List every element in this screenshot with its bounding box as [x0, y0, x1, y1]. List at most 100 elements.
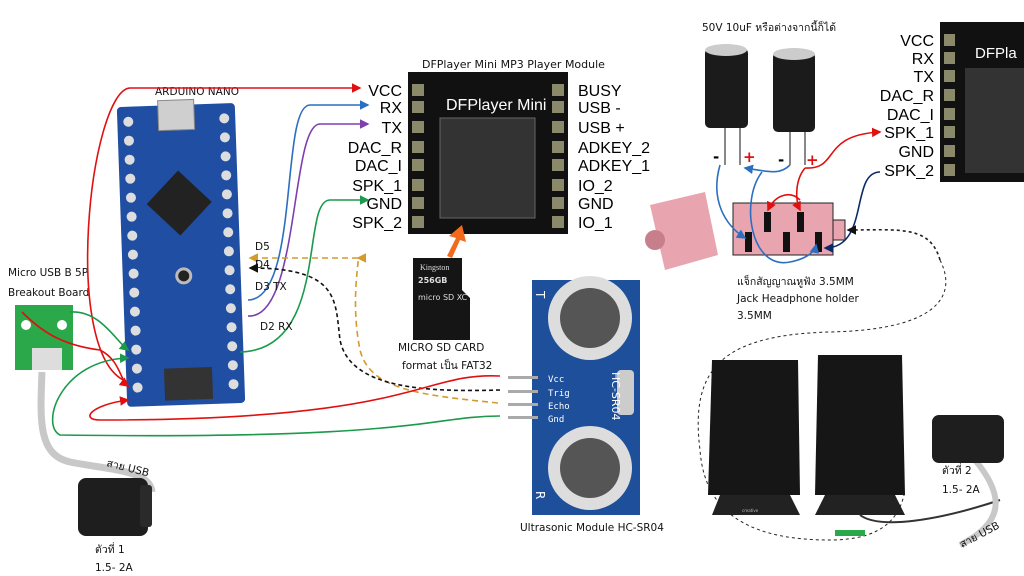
dfplayer-right-pin: [944, 70, 955, 82]
dfplayer-pin: [412, 101, 424, 113]
dfplayer-right-pin: [944, 164, 955, 176]
charger-2-rating: 1.5- 2A: [942, 484, 981, 496]
dfplayer-pin: [412, 197, 424, 209]
nano-pin: [130, 325, 141, 336]
dfplayer-left-pin-label: VCC: [368, 83, 402, 100]
insert-arrow-icon: [447, 225, 466, 258]
sonar-t: T: [533, 290, 547, 299]
capacitor-label: 50V 10uF หรือต่างจากนี้ก็ได้: [702, 20, 836, 34]
sonar-pin: [508, 376, 538, 379]
micro-usb-breakout: [15, 305, 73, 370]
dfplayer-right-board-text: DFPla: [975, 45, 1017, 62]
pin-label-d3: D3 TX: [255, 281, 287, 293]
headphone-jack-photo: [645, 192, 718, 270]
breakout-label: Micro USB B 5P: [8, 267, 88, 279]
sd-capacity: 256GB: [418, 276, 447, 285]
sonar-board-text: HC-SR04: [609, 372, 622, 421]
jack-label-thai: แจ็กสัญญาณหูฟัง 3.5MM: [737, 274, 854, 288]
nano-pin: [225, 284, 236, 295]
sonar-pin-label: Vcc: [548, 375, 564, 385]
nano-pin: [125, 192, 136, 203]
dfplayer-pin: [412, 179, 424, 191]
breakout-label-2: Breakout Board: [8, 287, 89, 299]
usb-charger-2: [932, 415, 1004, 463]
nano-pin: [129, 287, 140, 298]
dfplayer-right-pin-label: USB +: [578, 120, 625, 137]
nano-pin: [129, 306, 140, 317]
dfplayer-right-pin-label: ADKEY_1: [578, 158, 650, 175]
nano-pin: [127, 230, 138, 241]
capacitor-1: [705, 44, 748, 165]
dfplayer-pin: [412, 141, 424, 153]
dfplayer-right-board-pin-label: TX: [914, 69, 935, 86]
dfplayer-right-board-pin-label: DAC_R: [880, 88, 934, 105]
usb-cable-label-2: สาย USB: [958, 520, 1002, 551]
speaker-outline: [697, 259, 947, 541]
nano-pin: [226, 322, 237, 333]
dfplayer-left-pin-label: DAC_I: [355, 158, 402, 175]
capacitor-2: [773, 48, 815, 165]
dfplayer-right-pin-label: ADKEY_2: [578, 140, 650, 157]
nano-pin: [124, 154, 135, 165]
nano-pin: [131, 363, 142, 374]
nano-pin: [224, 265, 235, 276]
dfplayer-pin: [552, 179, 564, 191]
nano-pin: [126, 211, 137, 222]
charger-1-rating: 1.5- 2A: [95, 562, 134, 574]
speaker-right: [815, 355, 905, 515]
dfplayer-right-pin: [944, 145, 955, 157]
dfplayer-pin: [412, 84, 424, 96]
pin-label-d2: D2 RX: [260, 321, 293, 333]
dfplayer-right-pin-label: GND: [578, 196, 614, 213]
dfplayer-right-pin: [944, 108, 955, 120]
dfplayer-right-pin: [944, 52, 955, 64]
nano-pin: [219, 132, 230, 143]
nano-pin: [225, 303, 236, 314]
dfplayer-pin: [412, 159, 424, 171]
dfplayer-right-pin-label: IO_1: [578, 215, 613, 232]
nano-pin: [219, 113, 230, 124]
cap-1-minus: -: [713, 148, 719, 166]
nano-pin: [223, 246, 234, 257]
dfplayer-pin: [552, 216, 564, 228]
dfplayer-right-board-pin-label: VCC: [900, 33, 934, 50]
jack-label-size: 3.5MM: [737, 310, 772, 322]
dfplayer-pin: [412, 121, 424, 133]
sd-format-label: format เป็น FAT32: [402, 358, 492, 372]
nano-pin: [132, 382, 143, 393]
speaker-brand-left: creative: [742, 508, 759, 513]
dfplayer-right-pin: [944, 34, 955, 46]
sonar-pin-label: Gnd: [548, 415, 564, 425]
dfplayer-right-pin: [944, 126, 955, 138]
nano-pin: [128, 268, 139, 279]
dfplayer-pin: [552, 197, 564, 209]
dfplayer-board-text: DFPlayer Mini: [446, 97, 546, 114]
dfplayer-pin: [552, 121, 564, 133]
sonar-pin: [508, 390, 538, 393]
sonar-r: R: [533, 491, 547, 499]
dfplayer-right-board-pin-label: RX: [912, 51, 935, 68]
audio-cable: [859, 499, 1001, 524]
dfplayer-pin: [412, 216, 424, 228]
dfplayer-left-pin-label: SPK_2: [352, 215, 402, 232]
dfplayer-right-pin-label: BUSY: [578, 83, 622, 100]
sonar-caption: Ultrasonic Module HC-SR04: [520, 522, 664, 534]
usb-charger-1: [78, 478, 152, 536]
dfplayer-right-board-pin-label: GND: [898, 144, 934, 161]
nano-pin: [125, 173, 136, 184]
sonar-pin: [508, 403, 538, 406]
nano-pin: [123, 116, 134, 127]
sd-brand: Kingston: [420, 263, 449, 272]
dfplayer-right-pin-label: USB -: [578, 100, 621, 117]
dfplayer-board: DFPlayer Mini: [408, 72, 568, 234]
dfplayer-right-pin-label: IO_2: [578, 178, 613, 195]
dfplayer-right-board-pin-label: DAC_I: [887, 107, 934, 124]
nano-pin: [220, 151, 231, 162]
nano-pin: [228, 379, 239, 390]
dfplayer-right-pin: [944, 89, 955, 101]
dfplayer-left-pin-label: DAC_R: [348, 140, 402, 157]
pin-label-d4: D4: [255, 259, 270, 271]
nano-pin: [227, 341, 238, 352]
